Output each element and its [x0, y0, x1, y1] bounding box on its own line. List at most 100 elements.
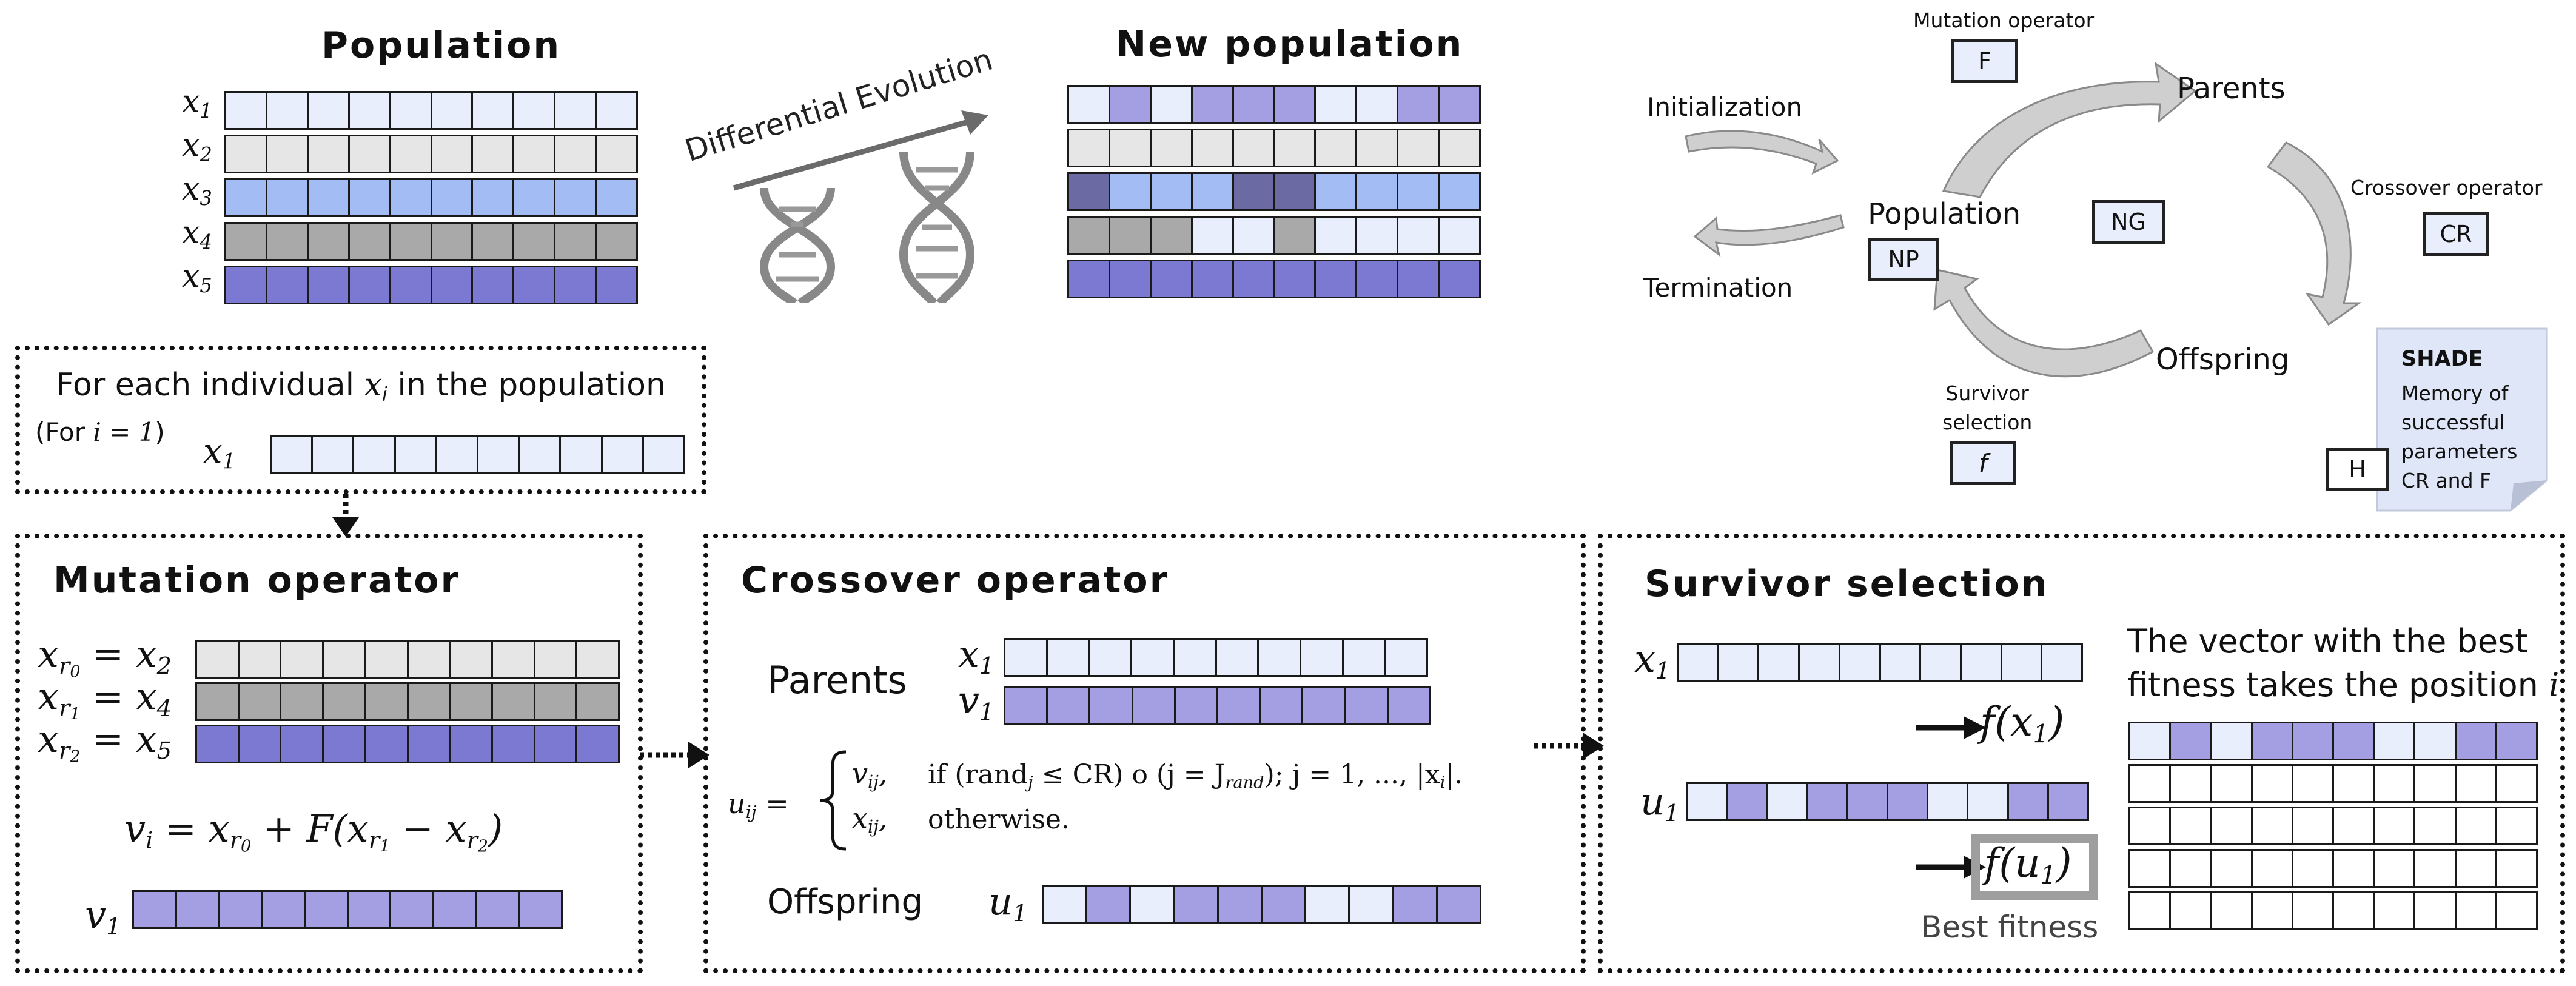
- mutation-v1: v: [85, 893, 107, 937]
- crossover-case2-sub: ij: [867, 816, 879, 837]
- for-each-pre: For each individual: [56, 367, 364, 403]
- vector-cell: [265, 91, 309, 130]
- parents-label: Parents: [2177, 72, 2286, 106]
- vector-cell: [1232, 260, 1275, 298]
- vector-cell: [1067, 85, 1110, 124]
- mutation-eq3-rhs-sub: 5: [156, 737, 172, 765]
- vector-cell: [1173, 885, 1219, 924]
- survivor-u1-cells: [1686, 782, 2090, 821]
- mutation-eq1-lhs-subsub: 0: [70, 662, 81, 682]
- vector-cell: [575, 682, 620, 721]
- termination-label: Termination: [1643, 273, 1793, 303]
- mutation-v1-cells: [132, 890, 563, 929]
- mutation-formula-c: − x: [390, 807, 467, 851]
- vector-cell: [280, 725, 324, 763]
- mutation-operator-label: Mutation operator: [1913, 8, 2095, 32]
- vector-cell: [1887, 782, 1929, 821]
- crossover-v1-row: [1004, 686, 1432, 725]
- best-fitness-highlight: [1971, 834, 2098, 900]
- NP-parameter-box: NP: [1868, 238, 1939, 281]
- fx1-arrow: [1916, 716, 1986, 739]
- pop-label-var: x: [182, 84, 200, 120]
- vector-cell: [1232, 129, 1275, 167]
- vector-cell: [2169, 891, 2212, 930]
- vector-cell: [2128, 722, 2172, 760]
- survivor-desc-line2-text: fitness takes the position: [2127, 666, 2549, 704]
- vector-cell: [1438, 260, 1481, 298]
- vector-cell: [1261, 885, 1307, 924]
- vector-cell: [311, 435, 355, 474]
- vector-cell: [1190, 129, 1234, 167]
- mutation-eq2-lhs: x: [38, 674, 59, 719]
- vector-cell: [2495, 849, 2538, 888]
- survivor-fx1: f(x1): [1980, 699, 2064, 748]
- vector-cell: [1757, 643, 1800, 682]
- vector-cell: [512, 135, 556, 173]
- vector-cell: [195, 640, 240, 679]
- mutation-formula-r1-r: r: [368, 827, 380, 854]
- mutation-formula: vi = xr0 + F(xr1 − xr2): [124, 807, 503, 856]
- mutation-eq2-lhs-sub-r: r: [58, 694, 70, 722]
- pop-label-var: x: [182, 171, 200, 207]
- vector-cell: [1314, 172, 1358, 211]
- vector-cell: [2332, 722, 2375, 760]
- crossover-x1-row: [1004, 638, 1429, 677]
- for-each-x1-label: x1: [203, 432, 236, 474]
- vector-cell: [1314, 216, 1358, 255]
- vector-cell: [430, 266, 474, 304]
- mutation-v1-sub: 1: [106, 913, 121, 941]
- crossover-case2-val: x: [852, 802, 868, 834]
- vector-cell: [306, 222, 350, 261]
- NG-parameter-box: NG: [2092, 200, 2165, 244]
- vector-cell: [1190, 216, 1234, 255]
- crossover-cond-d: |.: [1445, 759, 1463, 790]
- survivor-fu1-sub: 1: [2040, 860, 2056, 890]
- pop-label-sub: 5: [200, 274, 212, 298]
- vector-cell: [1067, 260, 1110, 298]
- vector-cell: [1301, 686, 1346, 725]
- pop-label-var: x: [182, 258, 200, 295]
- vector-cell: [2413, 807, 2457, 845]
- vector-cell: [1108, 216, 1152, 255]
- vector-cell: [2454, 849, 2497, 888]
- vector-cell: [435, 435, 479, 474]
- vector-cell: [1004, 638, 1048, 677]
- vector-cell: [1959, 643, 2002, 682]
- vector-cell: [224, 178, 267, 217]
- new-population-row-1: [1067, 85, 1481, 124]
- vector-cell: [471, 222, 515, 261]
- vector-cell: [1717, 643, 1760, 682]
- for-i-pre: (For: [35, 417, 93, 447]
- vector-cell: [1299, 638, 1344, 677]
- crossover-x1: x: [958, 632, 979, 676]
- pop-label-var: x: [182, 127, 200, 164]
- shade-line4: CR and F: [2401, 469, 2492, 492]
- vector-cell: [237, 725, 282, 763]
- vector-cell: [347, 135, 391, 173]
- for-i-math: i = 1: [93, 417, 155, 447]
- vector-cell: [471, 91, 515, 130]
- vector-cell: [2495, 891, 2538, 930]
- vector-cell: [195, 725, 240, 763]
- for-each-text: For each individual xi in the population: [56, 367, 666, 406]
- vector-cell: [389, 890, 434, 929]
- vector-cell: [2250, 764, 2293, 803]
- new-population-row-3: [1067, 172, 1481, 211]
- shade-line2: successful: [2401, 411, 2505, 434]
- for-each-var: x: [364, 367, 382, 403]
- vector-cell: [554, 266, 597, 304]
- crossover-u1-cells: [1042, 885, 1482, 924]
- vector-cell: [1838, 643, 1881, 682]
- vector-cell: [1046, 686, 1091, 725]
- crossover-cond-c: ); j = 1, ..., |x: [1264, 759, 1440, 790]
- crossover-u-lhs: uij =: [728, 787, 789, 822]
- vector-cell: [595, 222, 639, 261]
- crossover-brace: [820, 750, 847, 851]
- mutation-eq1-rhs: = x: [92, 632, 157, 676]
- crossover-operator-label: Crossover operator: [2350, 176, 2543, 200]
- survivor-u1-label: u1: [1640, 779, 1679, 827]
- vector-cell: [1232, 172, 1275, 211]
- vector-cell: [303, 890, 349, 929]
- population-row-5: [224, 266, 639, 304]
- mutation-eq2-rhs-sub: 4: [156, 694, 172, 722]
